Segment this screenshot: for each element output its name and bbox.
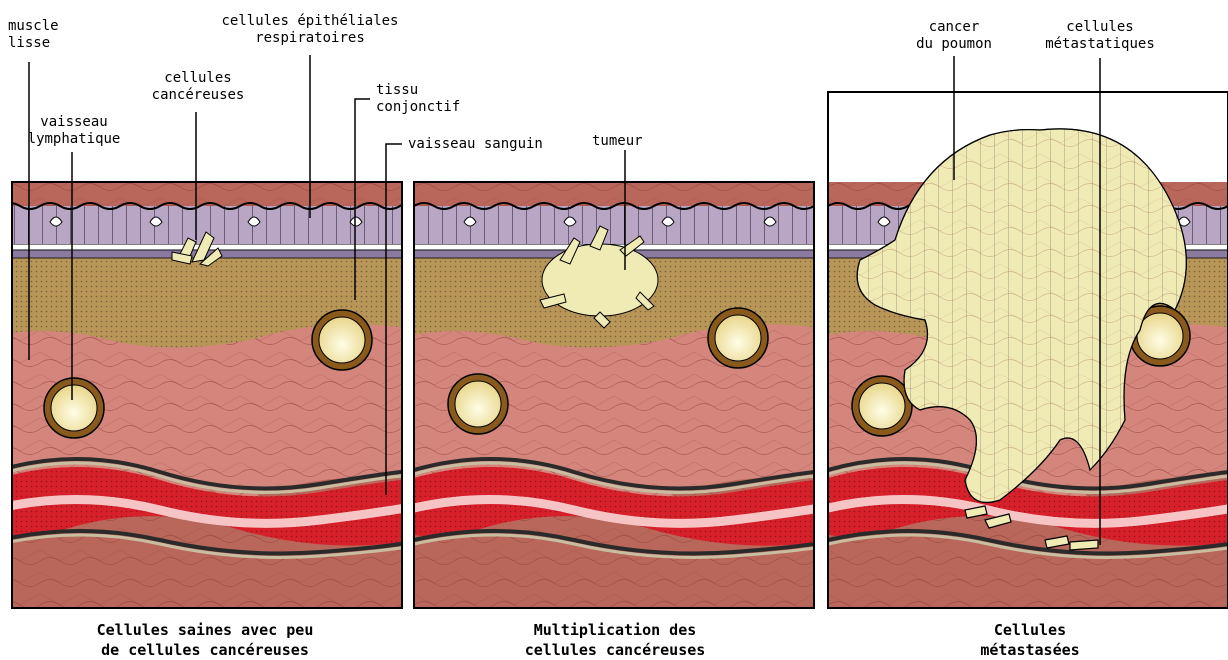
label-cancer-du-poumon: cancer du poumon [904,19,1004,53]
label-muscle-lisse: muscle lisse [8,18,59,52]
caption-panel-2: Multiplication des cellules cancéreuses [440,620,790,660]
caption-panel-1: Cellules saines avec peu de cellules can… [30,620,380,660]
panel-3-tissue [828,92,1228,610]
label-cellules-cancereuses: cellules cancéreuses [148,70,248,104]
label-vaisseau-sanguin: vaisseau sanguin [408,136,543,153]
label-tissu-conjonctif: tissu conjonctif [376,82,460,116]
panel-1-tissue [0,180,420,610]
label-cellules-metastatiques: cellules métastatiques [1040,19,1160,53]
label-vaisseau-lymphatique: vaisseau lymphatique [24,114,124,148]
panel-2-tissue [414,180,834,610]
label-tumeur: tumeur [592,133,643,150]
caption-panel-3: Cellules métastasées [880,620,1180,660]
label-cellules-epitheliales: cellules épithéliales respiratoires [210,13,410,47]
